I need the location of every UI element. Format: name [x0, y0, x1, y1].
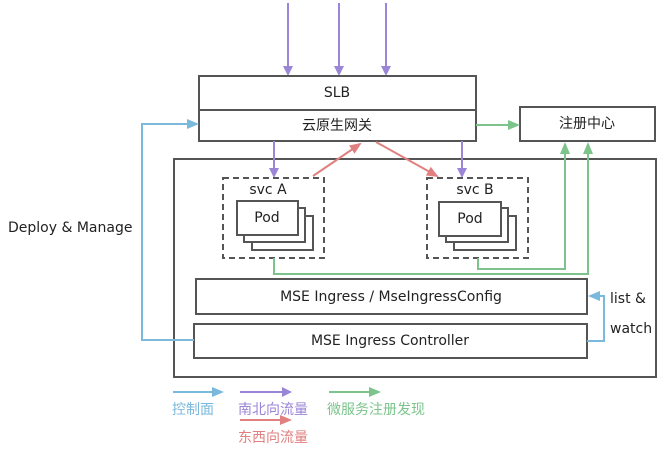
svc-a-to-gateway-arrow: [312, 142, 362, 177]
list-watch-arrow: [587, 291, 605, 342]
slb-label: SLB: [324, 85, 350, 101]
gateway-to-svc-b-ew-arrow: [375, 141, 439, 177]
pod-a-box[interactable]: [236, 200, 299, 236]
svc-b-label: svc B: [456, 182, 493, 198]
mse-controller-box[interactable]: [193, 323, 588, 359]
pod-b-label: Pod: [457, 211, 482, 227]
legend: 控制面 南北向流量 微服务注册发现 东西向流量: [172, 387, 425, 446]
mse-ingress-label: MSE Ingress / MseIngressConfig: [280, 289, 502, 305]
svc-b-registration-line: [477, 142, 570, 270]
svc-a-label: svc A: [249, 182, 287, 198]
pod-a-label: Pod: [254, 210, 279, 226]
gateway-box[interactable]: [198, 109, 477, 142]
mse-controller-label: MSE Ingress Controller: [311, 333, 469, 349]
slb-box[interactable]: [198, 75, 477, 111]
legend-north-south-label: 南北向流量: [238, 402, 308, 418]
legend-control-plane-label: 控制面: [172, 402, 214, 418]
legend-service-discovery-label: 微服务注册发现: [327, 402, 425, 418]
pod-b-box[interactable]: [438, 201, 502, 237]
mse-ingress-box[interactable]: [195, 278, 588, 315]
legend-east-west-label: 东西向流量: [238, 430, 308, 446]
svc-a-registration-line: [273, 142, 593, 275]
gateway-label: 云原生网关: [302, 118, 372, 134]
registry-label: 注册中心: [559, 116, 615, 132]
registry-box[interactable]: [519, 106, 656, 142]
deploy-manage-arrow: [141, 119, 199, 341]
list-watch-label-1: list &: [610, 291, 646, 307]
deploy-manage-label: Deploy & Manage: [8, 220, 132, 236]
list-watch-label-2: watch: [610, 321, 652, 337]
